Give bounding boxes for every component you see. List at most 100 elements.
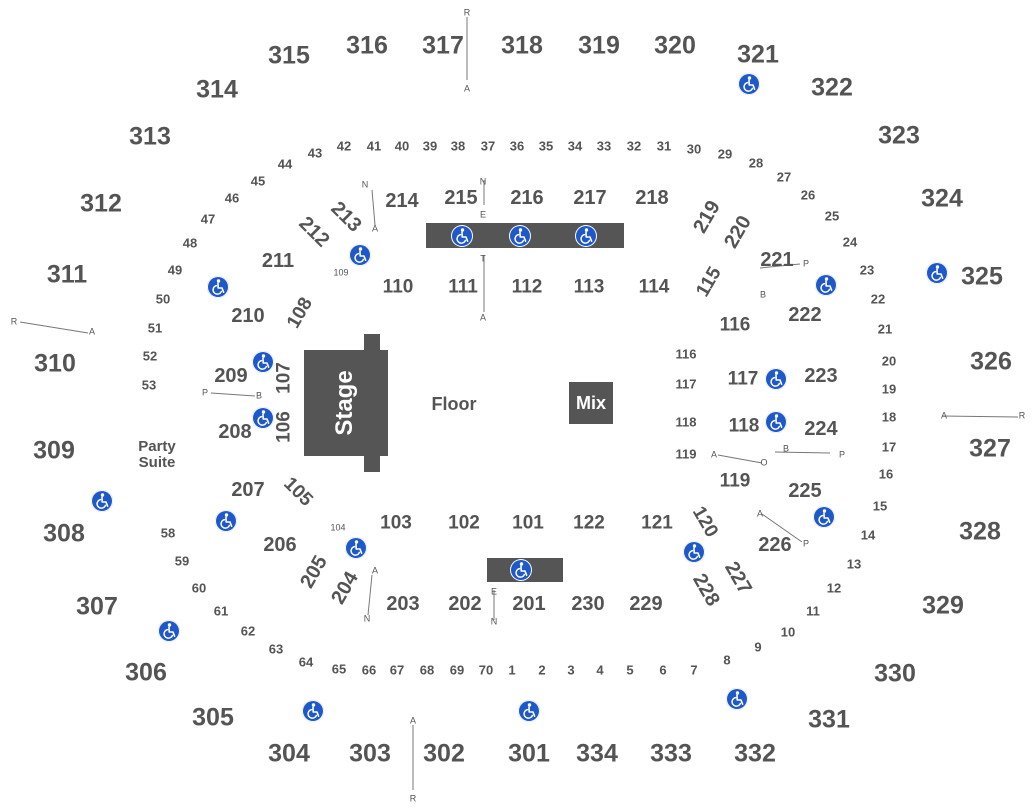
wheelchair-icon [302, 700, 324, 722]
suite-9: 9 [754, 639, 762, 655]
section-324: 324 [921, 184, 963, 213]
suite-7: 7 [690, 662, 698, 678]
aisle-line [371, 189, 376, 226]
wheelchair-icon [91, 490, 113, 512]
section-225: 225 [788, 480, 822, 502]
wheelchair-icon [738, 73, 760, 95]
wheelchair-icon [215, 510, 237, 532]
suite-11: 11 [806, 603, 820, 619]
row-marker-r: R [10, 316, 18, 327]
aisle-line [367, 574, 373, 616]
mix-block [569, 382, 613, 424]
suite-14: 14 [860, 527, 876, 543]
stage-edge [384, 362, 388, 444]
suite-17: 17 [881, 439, 897, 455]
wheelchair-icon [252, 407, 274, 429]
section-317: 317 [422, 31, 464, 60]
suite-51: 51 [147, 320, 163, 336]
section-226: 226 [758, 534, 792, 556]
wheelchair-icon [575, 225, 597, 247]
party-suite-label: Party Suite [138, 438, 176, 471]
floor-label: Floor [431, 394, 477, 414]
section-301: 301 [508, 739, 550, 768]
section-311: 311 [46, 260, 88, 289]
wheelchair-icon [451, 225, 473, 247]
section-304: 304 [268, 739, 310, 768]
suite-60: 60 [191, 580, 207, 596]
row-marker-n: N [479, 176, 487, 187]
section-312: 312 [80, 189, 122, 218]
wheelchair-icon [813, 506, 835, 528]
mix-label: Mix [575, 393, 607, 413]
section-114: 114 [638, 276, 670, 298]
suite-15: 15 [872, 498, 888, 514]
suite-52: 52 [142, 348, 158, 364]
row-marker-t: T [480, 253, 486, 264]
aisle-line [759, 263, 801, 269]
section-116: 116 [719, 314, 751, 336]
section-118: 118 [728, 415, 760, 437]
section-small-118: 118 [675, 414, 697, 430]
section-101: 101 [512, 512, 544, 534]
section-221: 221 [760, 249, 794, 271]
row-marker-a: A [463, 83, 471, 94]
row-marker-b: B [759, 289, 767, 300]
section-small-104: 104 [330, 522, 346, 533]
aisle-line [774, 451, 831, 454]
aisle-line [19, 321, 89, 334]
suite-32: 32 [626, 138, 642, 154]
section-314: 314 [196, 75, 238, 104]
suite-6: 6 [659, 662, 667, 678]
suite-69: 69 [449, 662, 465, 678]
section-small-117: 117 [675, 376, 697, 392]
section-small-109: 109 [333, 267, 349, 278]
row-marker-p: P [201, 387, 209, 398]
suite-35: 35 [538, 138, 554, 154]
suite-42: 42 [336, 138, 352, 154]
section-319: 319 [578, 31, 620, 60]
suite-66: 66 [361, 662, 377, 678]
wheelchair-icon [765, 411, 787, 433]
section-334: 334 [576, 739, 618, 768]
suite-64: 64 [298, 654, 314, 670]
section-306: 306 [125, 658, 167, 687]
suite-2: 2 [538, 662, 546, 678]
suite-31: 31 [656, 138, 672, 154]
row-marker-a: A [371, 565, 379, 576]
row-marker-n: N [363, 613, 371, 624]
wheelchair-icon [518, 700, 540, 722]
section-331: 331 [808, 705, 850, 734]
suite-50: 50 [155, 291, 171, 307]
suite-63: 63 [268, 641, 284, 657]
section-223: 223 [804, 365, 838, 387]
wheelchair-icon [510, 559, 532, 581]
wheelchair-icon [207, 276, 229, 298]
suite-12: 12 [826, 580, 842, 596]
section-332: 332 [734, 739, 776, 768]
section-119: 119 [719, 470, 751, 492]
wheelchair-icon [926, 262, 948, 284]
suite-40: 40 [394, 138, 410, 154]
row-marker-b: B [255, 390, 263, 401]
section-208: 208 [218, 421, 252, 443]
section-308: 308 [43, 519, 85, 548]
section-309: 309 [33, 436, 75, 465]
row-marker-a: A [88, 326, 96, 337]
suite-38: 38 [450, 138, 466, 154]
section-318: 318 [501, 31, 543, 60]
section-122: 122 [573, 512, 605, 534]
suite-58: 58 [160, 525, 176, 541]
row-marker-e: E [479, 209, 487, 220]
section-107: 107 [273, 362, 295, 394]
section-117: 117 [727, 368, 759, 390]
suite-36: 36 [509, 138, 525, 154]
suite-3: 3 [567, 662, 575, 678]
stage-label: Stage [331, 370, 358, 436]
suite-37: 37 [480, 138, 496, 154]
section-322: 322 [811, 73, 853, 102]
suite-44: 44 [277, 156, 293, 172]
suite-70: 70 [478, 662, 494, 678]
section-229: 229 [629, 593, 663, 615]
row-marker-a: A [371, 223, 379, 234]
row-marker-p: P [802, 258, 810, 269]
